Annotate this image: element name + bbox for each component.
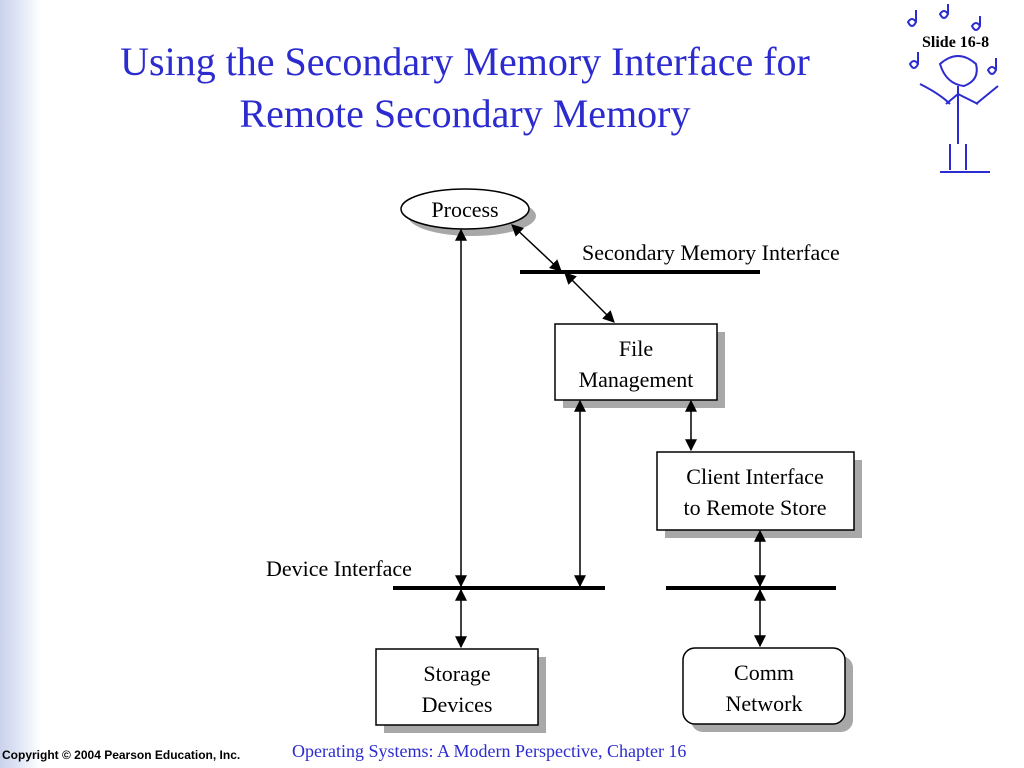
- storage-devices-node: Storage Devices: [375, 648, 546, 733]
- slide-title: Using the Secondary Memory Interface for…: [60, 36, 870, 140]
- arrow-smi-to-file-mgmt: [564, 272, 615, 323]
- storage-devices-line-2: Devices: [422, 692, 493, 717]
- process-label: Process: [431, 197, 498, 222]
- client-interface-line-1: Client Interface: [686, 464, 823, 489]
- comm-network-line-2: Network: [726, 691, 803, 716]
- file-management-line-1: File: [619, 336, 653, 361]
- musician-figure-icon: [906, 4, 999, 173]
- comm-network-line-1: Comm: [734, 660, 794, 685]
- footer-book-title: Operating Systems: A Modern Perspective,…: [292, 741, 687, 761]
- copyright-notice: Copyright © 2004 Pearson Education, Inc.: [2, 748, 241, 762]
- slide-number: Slide 16-8: [922, 34, 990, 51]
- title-line-2: Remote Secondary Memory: [239, 91, 691, 136]
- client-interface-line-2: to Remote Store: [684, 495, 827, 520]
- comm-network-node: Comm Network: [682, 647, 853, 732]
- secondary-memory-interface-label: Secondary Memory Interface: [582, 240, 840, 265]
- file-management-node: File Management: [554, 323, 725, 408]
- device-interface-label: Device Interface: [266, 556, 412, 581]
- file-management-line-2: Management: [579, 367, 694, 392]
- client-interface-node: Client Interface to Remote Store: [656, 451, 862, 538]
- left-gradient-band: [0, 0, 40, 768]
- process-node: Process: [400, 188, 536, 236]
- title-line-1: Using the Secondary Memory Interface for: [120, 39, 810, 84]
- storage-devices-line-1: Storage: [423, 661, 490, 686]
- arrow-process-to-smi: [511, 224, 562, 272]
